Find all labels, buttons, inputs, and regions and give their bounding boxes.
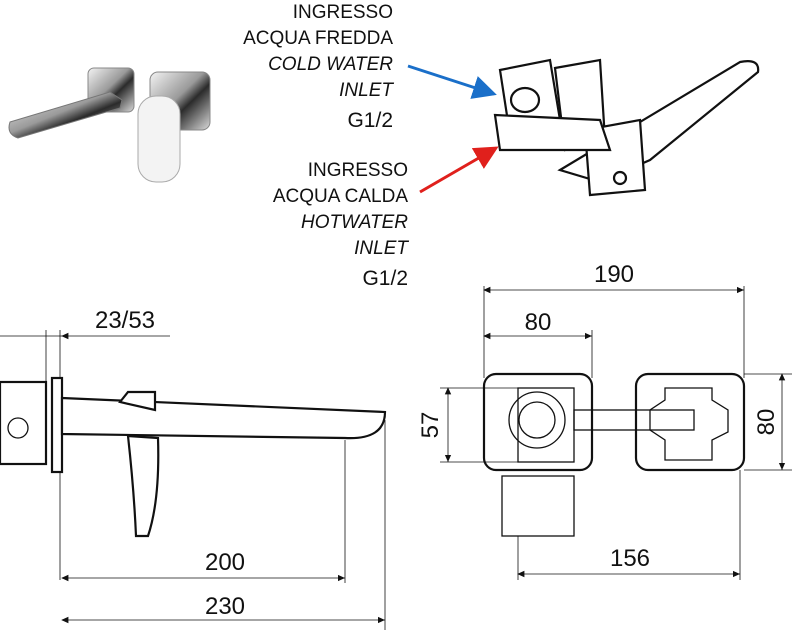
- dim-wall-thickness: 23/53: [95, 307, 155, 334]
- dim-plate-width: 80: [525, 309, 552, 336]
- dim-total-length: 230: [205, 593, 245, 620]
- dim-body-height: 57: [417, 412, 444, 439]
- cold-thread-size: G1/2: [347, 109, 393, 132]
- cold-water-inlet-label: INGRESSO ACQUA FREDDA COLD WATER INLET G…: [243, 2, 394, 132]
- hot-label-line4: INLET: [354, 238, 409, 259]
- cold-label-line1: INGRESSO: [293, 2, 393, 23]
- hot-label-line1: INGRESSO: [308, 160, 408, 181]
- cold-inlet-arrow: [407, 64, 497, 99]
- cold-label-line4: INLET: [339, 80, 394, 101]
- cold-label-line2: ACQUA FREDDA: [243, 28, 393, 49]
- dim-plate-height: 80: [753, 409, 780, 436]
- concealed-body-isometric: [493, 58, 760, 197]
- side-view-drawing: [0, 330, 387, 630]
- dim-spout-length: 200: [205, 549, 245, 576]
- dim-total-width: 190: [594, 261, 634, 288]
- dim-centers: 156: [610, 545, 650, 572]
- product-photo: [8, 67, 211, 183]
- hot-thread-size: G1/2: [362, 267, 408, 290]
- hot-inlet-arrow: [419, 146, 499, 194]
- front-view-drawing: [440, 286, 792, 580]
- hot-label-line2: ACQUA CALDA: [273, 186, 408, 207]
- hot-water-inlet-label: INGRESSO ACQUA CALDA HOTWATER INLET G1/2: [273, 160, 410, 290]
- hot-label-line3: HOTWATER: [301, 212, 408, 233]
- cold-label-line3: COLD WATER: [268, 54, 393, 75]
